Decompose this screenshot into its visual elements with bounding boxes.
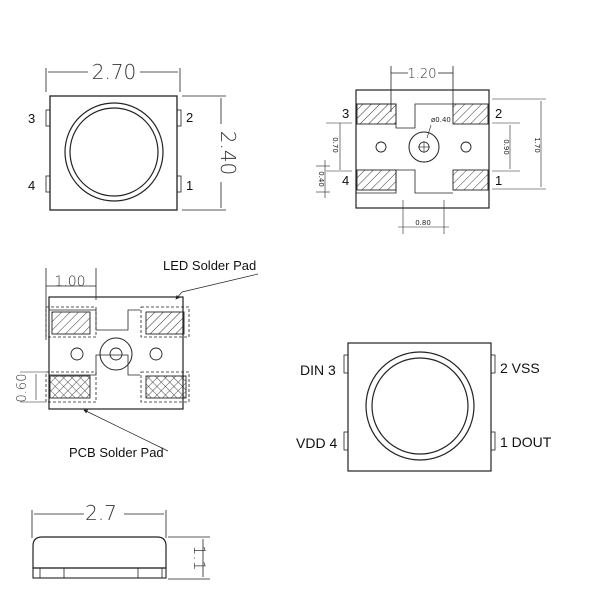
pad-package-outline — [48, 296, 184, 410]
side-base — [32, 567, 167, 579]
pad-dimension: 1.00 — [54, 274, 85, 290]
led-pad-2 — [145, 311, 185, 335]
pin-3-tab — [45, 109, 51, 127]
pin-2-label: 2 — [186, 110, 193, 125]
led-pad-3 — [51, 311, 91, 335]
dim-040: 0.40 — [317, 171, 325, 187]
pinout-view: DIN 3 2 VSS VDD 4 1 DOUT — [296, 342, 552, 472]
pin-vdd-label: VDD 4 — [296, 435, 337, 451]
pcb-pad-2 — [140, 306, 190, 338]
pad-center-hole — [109, 347, 123, 361]
pin-din-label: DIN 3 — [300, 362, 336, 378]
left-hole — [375, 141, 387, 153]
side-lead-left — [39, 567, 65, 579]
dim-070: 0.70 — [331, 137, 339, 153]
pcb-solder-pad-label: PCB Solder Pad — [69, 445, 164, 460]
side-length-dimension: 2.7 — [85, 501, 117, 525]
pad-height-dimension: 0.60 — [15, 374, 30, 403]
pcb-pad-4 — [45, 371, 97, 403]
pinout-lens-outer — [365, 351, 475, 461]
bottom-pin-4-label: 4 — [342, 173, 349, 188]
pin-vss-label: 2 VSS — [500, 360, 540, 376]
dim-080: 0.80 — [415, 219, 431, 227]
pcb-hatched-pad-4 — [49, 375, 91, 399]
pad-left-hole — [70, 347, 84, 361]
pin-1-tab — [176, 175, 182, 193]
bottom-package-outline — [355, 89, 490, 209]
bottom-view: 1.20 ø0.40 3 2 4 1 0.70 0.40 0.90 — [316, 66, 546, 234]
pad-right-hole — [149, 347, 163, 361]
bottom-pin-1-label: 1 — [495, 173, 502, 188]
bottom-pad-2 — [452, 103, 489, 125]
solder-pad-view: 1.00 0.60 LED Solder Pad PCB Solder Pad — [15, 258, 259, 460]
pin-3-label: 3 — [28, 111, 35, 126]
pin-4-tab — [45, 175, 51, 193]
pcb-pad-1 — [140, 371, 190, 403]
pcb-hatched-pad-1 — [145, 375, 187, 399]
hole-diameter-label: ø0.40 — [431, 116, 451, 124]
dim-090: 0.90 — [502, 139, 510, 155]
lens-outer-circle — [64, 102, 164, 202]
package-outline — [49, 95, 178, 211]
height-dimension: 2.40 — [216, 131, 240, 176]
bottom-pad-3 — [356, 103, 397, 125]
bottom-pin-2-label: 2 — [495, 106, 502, 121]
led-solder-pad-label: LED Solder Pad — [163, 258, 256, 273]
right-hole — [460, 141, 472, 153]
side-height-dimension: 1.1 — [190, 545, 209, 570]
side-lead-right — [137, 567, 163, 579]
center-pad-circle — [408, 131, 440, 163]
width-dimension: 2.70 — [92, 60, 137, 84]
bottom-pad-1 — [452, 169, 489, 191]
pinout-lens-inner — [371, 357, 469, 455]
pin-dout-label: 1 DOUT — [500, 434, 552, 450]
side-view: 2.7 1.1 — [31, 501, 210, 580]
top-view: 2.70 3 2 4 1 2.40 — [28, 60, 240, 211]
lens-inner-circle — [69, 107, 159, 197]
pin-2-tab — [176, 109, 182, 127]
pitch-dimension: 1.20 — [408, 67, 437, 82]
bottom-pad-4 — [356, 169, 397, 191]
dim-170: 1.70 — [533, 137, 541, 153]
pin-4-label: 4 — [28, 178, 35, 193]
pcb-pad-3 — [45, 306, 97, 338]
pin-1-label: 1 — [186, 178, 193, 193]
pad-center-circle — [99, 337, 133, 371]
side-body — [32, 536, 167, 569]
bottom-pin-3-label: 3 — [342, 106, 349, 121]
pinout-package-outline — [347, 342, 492, 472]
